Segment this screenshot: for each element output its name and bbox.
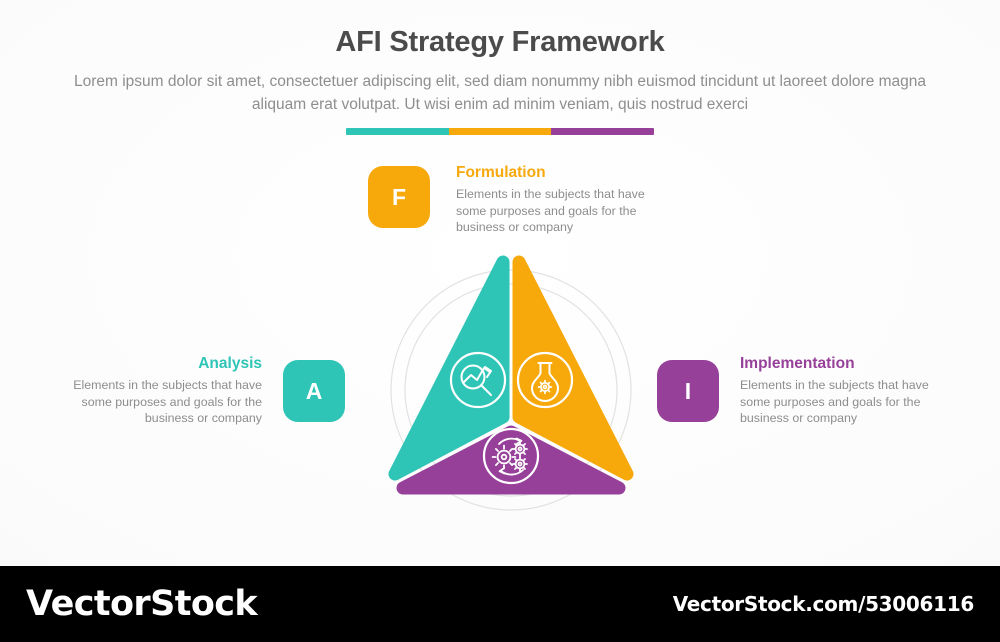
- gears-cycle-icon: [482, 427, 540, 485]
- badge-analysis: A: [283, 360, 345, 422]
- info-block-implementation[interactable]: I Implementation Elements in the subject…: [657, 355, 957, 435]
- vectorstock-logo: VectorStock: [26, 584, 258, 624]
- accent-segment-formulation: [448, 128, 552, 135]
- accent-segment-implementation: [551, 128, 654, 135]
- info-block-formulation[interactable]: F Formulation Elements in the subjects t…: [368, 164, 688, 246]
- description-formulation: Elements in the subjects that have some …: [456, 187, 645, 234]
- heading-formulation: Formulation: [456, 164, 546, 181]
- triangle-diagram: [380, 252, 642, 518]
- info-text-formulation: Formulation Elements in the subjects tha…: [456, 164, 671, 236]
- badge-letter-implementation: I: [684, 377, 692, 404]
- watermark-footer: VectorStock VectorStock.com/53006116: [0, 566, 1000, 642]
- triangle-segment-analysis: [388, 255, 510, 481]
- page-subtitle: Lorem ipsum dolor sit amet, consectetuer…: [73, 73, 927, 113]
- accent-segment-analysis: [346, 128, 449, 135]
- description-analysis: Elements in the subjects that have some …: [73, 378, 262, 425]
- accent-bar: [346, 128, 654, 135]
- page-title: AFI Strategy Framework: [335, 26, 665, 58]
- heading-implementation: Implementation: [740, 355, 855, 372]
- badge-letter-analysis: A: [305, 377, 323, 404]
- heading-analysis: Analysis: [198, 355, 262, 372]
- vectorstock-url: VectorStock.com/53006116: [672, 592, 975, 616]
- info-text-implementation: Implementation Elements in the subjects …: [740, 355, 955, 427]
- badge-implementation: I: [657, 360, 719, 422]
- magnifier-chart-icon: [449, 351, 507, 409]
- info-text-analysis: Analysis Elements in the subjects that h…: [47, 355, 262, 427]
- badge-formulation: F: [368, 166, 430, 228]
- guide-circles-decor: [390, 269, 632, 511]
- badge-letter-formulation: F: [391, 183, 407, 210]
- description-implementation: Elements in the subjects that have some …: [740, 378, 929, 425]
- flask-gear-icon: [516, 351, 574, 409]
- triangle-segment-formulation: [512, 255, 634, 481]
- info-block-analysis[interactable]: A Analysis Elements in the subjects that…: [55, 355, 345, 435]
- triangle-segment-implementation: [396, 425, 626, 495]
